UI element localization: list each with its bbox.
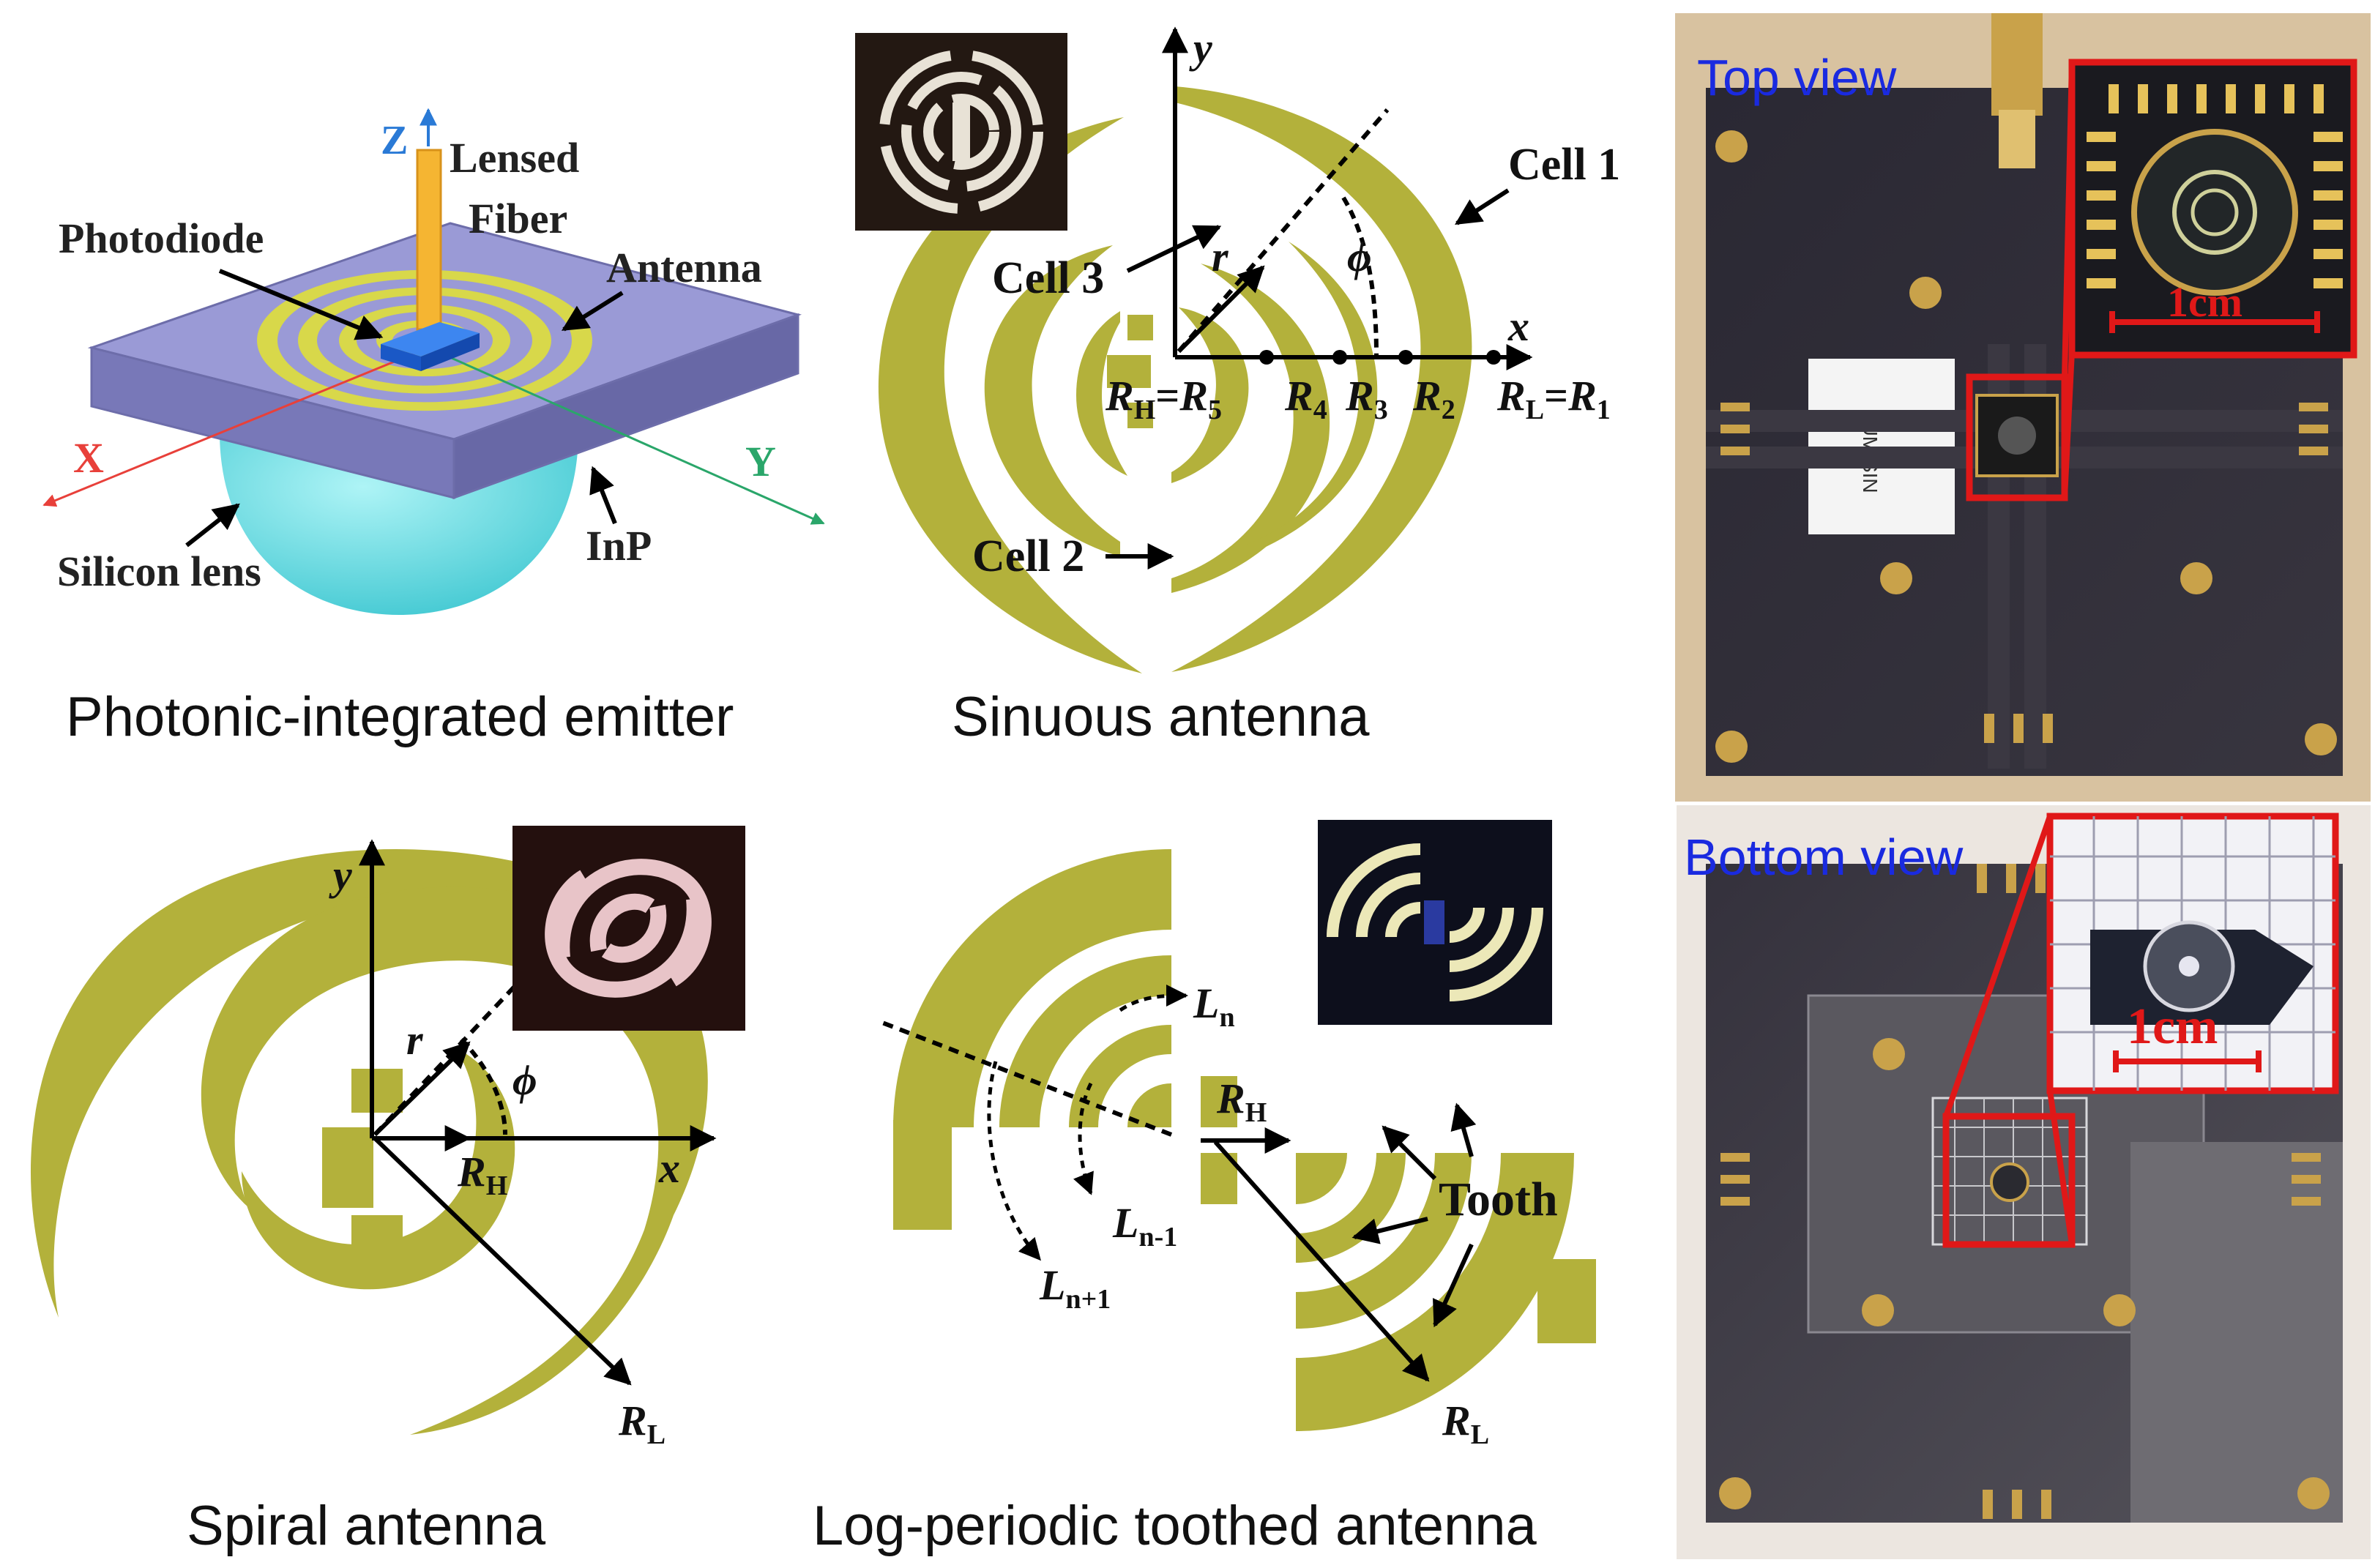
x-axis-line [42, 346, 429, 507]
inp-label: InP [586, 522, 652, 570]
logperiodic-rh-label: RH [1216, 1075, 1267, 1128]
spiral-inset-photo [512, 826, 745, 1031]
tooth-arrow-2 [1450, 1102, 1477, 1157]
cell1-label: Cell 1 [1508, 140, 1620, 190]
spiral-dashed-line [373, 979, 522, 1137]
bottom-callout-small [1942, 1113, 2076, 1248]
spiral-antenna-shape [30, 849, 708, 1435]
y-axis-line [428, 346, 825, 525]
sinuous-phi-label: ϕ [1347, 233, 1372, 280]
spiral-caption: Spiral antenna [187, 1495, 546, 1557]
spiral-rl-label: RL [618, 1397, 665, 1450]
tooth-label: Tooth [1439, 1173, 1558, 1226]
sinuous-radius-dots [1259, 350, 1501, 365]
logperiodic-rl-label: RL [1442, 1397, 1489, 1450]
top-view-label: Top view [1697, 49, 1897, 106]
photodiode-label: Photodiode [59, 214, 264, 262]
logperiodic-panel: Ln Ln-1 Ln+1 RH Tooth RL Log-periodic to… [813, 820, 1596, 1557]
svg-text:R3: R3 [1345, 372, 1388, 425]
emitter-panel: Z Lensed Fiber Photodiode Antenna X Y In… [42, 108, 825, 748]
silicon-lens-label: Silicon lens [57, 548, 261, 595]
cell1-arrow [1454, 188, 1510, 225]
spiral-panel: y x r ϕ RH RL Spiral antenna [30, 826, 745, 1557]
bottom-scale-label: 1cm [2127, 998, 2218, 1055]
sinuous-y-label: y [1189, 24, 1212, 72]
bottom-view-photo: 1cm Bottom view [1677, 805, 2371, 1559]
lensed-label: Lensed [450, 134, 579, 182]
logperiodic-inset-photo [1318, 820, 1552, 1025]
sinuous-antenna-shape [878, 86, 1472, 673]
top-view-photo: 5UM SIN [1675, 13, 2371, 802]
tooth-arrow-3 [1351, 1217, 1428, 1244]
svg-text:R2: R2 [1412, 372, 1455, 425]
top-callout-small [1966, 373, 2068, 501]
sinuous-dashed-line [1177, 108, 1390, 353]
lnp-arc [987, 1061, 1041, 1261]
spiral-y-label: y [329, 851, 352, 899]
ln1-label: Ln-1 [1112, 1199, 1177, 1252]
logperiodic-caption: Log-periodic toothed antenna [813, 1495, 1537, 1557]
photodiode-arrow [218, 269, 384, 340]
svg-text:RL=R1: RL=R1 [1496, 372, 1611, 425]
sinuous-r-label: r [1212, 233, 1228, 280]
fiber-label: Fiber [469, 195, 567, 242]
svg-text:RH=R5: RH=R5 [1105, 372, 1222, 425]
y-label: Y [745, 438, 776, 485]
spiral-phi-label: ϕ [512, 1056, 537, 1104]
silicon-lens-arrow [185, 503, 240, 548]
cell3-arrow [1126, 225, 1222, 273]
photodiode-block [381, 322, 480, 356]
sinuous-panel: y x Cell 1 Cell 3 Cell 2 r ϕ RH=R5 R4 R3… [855, 24, 1620, 748]
lnp-label: Ln+1 [1039, 1261, 1111, 1315]
spiral-rl-arrow [373, 1136, 632, 1386]
tooth-arrow-1 [1382, 1125, 1437, 1181]
tooth-arrow-4 [1433, 1243, 1474, 1328]
spiral-r-label: r [406, 1016, 423, 1064]
lensed-fiber [416, 149, 442, 331]
sinuous-phi-arc [1341, 196, 1379, 356]
emitter-caption: Photonic-integrated emitter [66, 686, 734, 748]
ln1-arc [1073, 1082, 1094, 1195]
top-scale-label: 1cm [2167, 278, 2242, 326]
sinuous-inset-photo [855, 33, 1067, 231]
antenna-label: Antenna [606, 244, 762, 291]
cell2-label: Cell 2 [972, 531, 1084, 581]
z-label: Z [381, 118, 408, 163]
inp-arrow [589, 466, 617, 525]
sinuous-caption: Sinuous antenna [952, 686, 1370, 748]
inp-substrate-right [452, 313, 799, 500]
svg-text:R4: R4 [1284, 372, 1327, 425]
sinuous-x-label: x [1507, 302, 1529, 350]
logperiodic-rl-arrow [1213, 1140, 1430, 1382]
x-label: X [73, 434, 104, 482]
cell3-label: Cell 3 [992, 253, 1104, 303]
spiral-x-label: x [658, 1144, 680, 1192]
ln-label: Ln [1193, 979, 1235, 1033]
sinuous-radius-labels: RH=R5 R4 R3 R2 RL=R1 [1105, 372, 1611, 425]
spiral-rh-label: RH [457, 1148, 507, 1201]
antenna-arrow [561, 291, 624, 332]
bottom-view-label: Bottom view [1684, 829, 1964, 886]
